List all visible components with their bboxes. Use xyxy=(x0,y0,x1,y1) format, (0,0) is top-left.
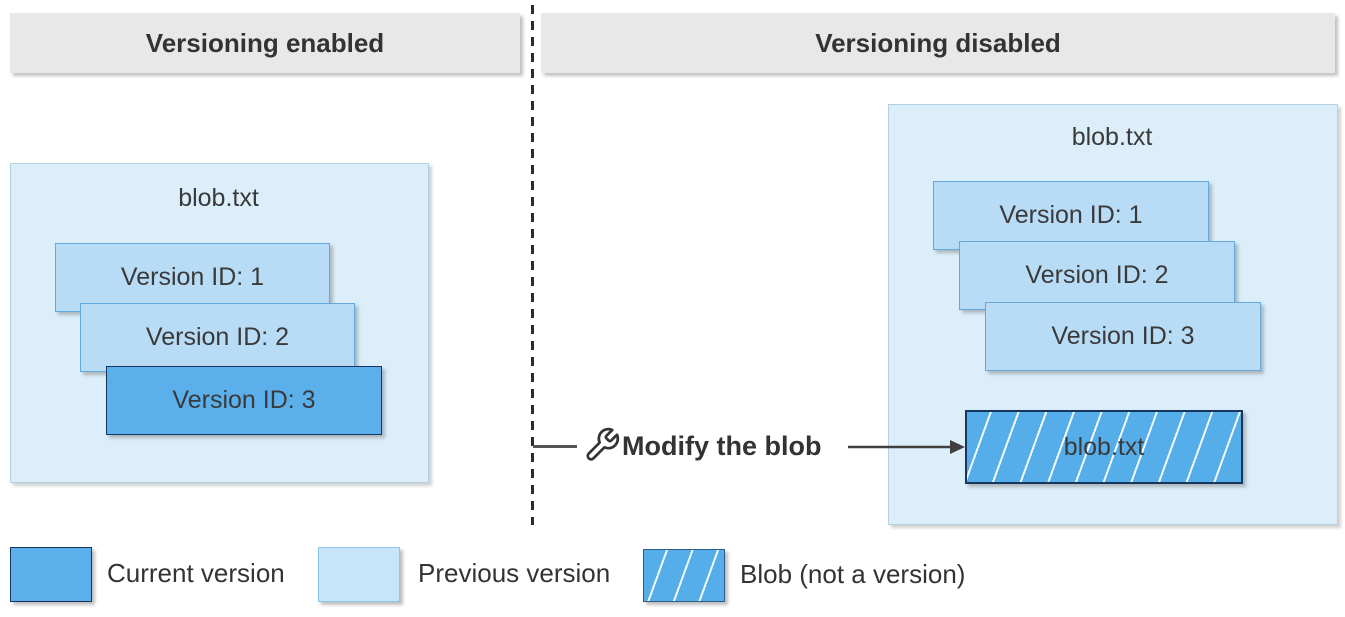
arrow-right-icon xyxy=(846,436,968,463)
enabled-version-2-box: Version ID: 2 xyxy=(80,303,355,372)
enabled-version-1-box: Version ID: 1 xyxy=(55,243,330,312)
legend-label-previous-version: Previous version xyxy=(418,558,611,588)
blob-not-a-version-box: blob.txt xyxy=(965,410,1243,484)
wrench-icon xyxy=(583,424,621,471)
dashed-divider-line xyxy=(531,5,534,525)
modify-the-blob-label: Modify the blob xyxy=(622,431,822,461)
disabled-version-2-box: Version ID: 2 xyxy=(959,241,1235,310)
blob-title-disabled: blob.txt xyxy=(1071,123,1153,151)
legend-label-current-version: Current version xyxy=(107,558,285,588)
blob-title-enabled: blob.txt xyxy=(178,184,259,212)
disabled-version-1-box: Version ID: 1 xyxy=(933,181,1209,250)
disabled-version-3-box: Version ID: 3 xyxy=(985,302,1261,371)
enabled-version-3-box-current: Version ID: 3 xyxy=(106,366,382,435)
legend-swatch-current-version xyxy=(10,547,92,602)
connector-line xyxy=(533,445,577,448)
legend-label-blob-not-a-version: Blob (not a version) xyxy=(740,559,966,589)
legend-swatch-blob-not-a-version xyxy=(643,549,725,602)
header-versioning-enabled: Versioning enabled xyxy=(10,13,520,73)
legend-swatch-previous-version xyxy=(318,547,400,602)
header-versioning-disabled: Versioning disabled xyxy=(541,13,1335,73)
